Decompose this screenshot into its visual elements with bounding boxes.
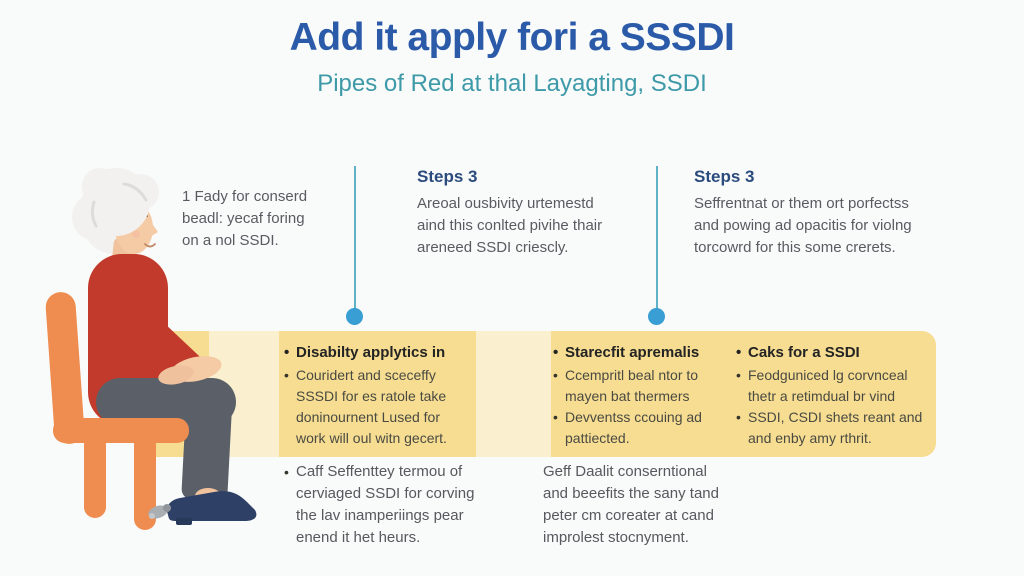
smile (144, 243, 156, 248)
step-heading: Steps 3 (417, 167, 478, 186)
band-column: • Starecfit apremalis • Ccempritl beal n… (553, 343, 738, 449)
hands (158, 356, 222, 385)
hair-top (82, 168, 159, 236)
intro-text: 1 Fady for conserd beadl: yecaf foring o… (182, 188, 308, 249)
bullet-icon: • (284, 464, 289, 480)
page-title: Add it apply fori a SSSDI (289, 16, 735, 59)
band-separator (476, 331, 551, 457)
footnote: • Caff Seffenttey termou of cerviaged SS… (284, 461, 489, 549)
blush (132, 230, 140, 238)
dropped-object (148, 504, 171, 519)
step-body: Areoal ousbivity urtemestd aind this con… (417, 195, 603, 256)
pants (96, 378, 236, 501)
band-item-text: Couridert and sceceffy SSSDI for es rato… (296, 367, 447, 446)
band-column-header: Caks for a SSDI (748, 344, 860, 361)
timeline-dot (346, 308, 363, 325)
band-item-text: Ccempritl beal ntor to mayen bat thermer… (565, 367, 699, 404)
band-item-text: Devventss ccouing ad pattiected. (565, 409, 702, 446)
footnote-text: Caff Seffenttey termou of cerviaged SSDI… (296, 463, 475, 546)
bullet-icon: • (736, 367, 741, 383)
bullet-icon: • (553, 344, 559, 361)
step-column: Steps 3 Areoal ousbivity urtemestd aind … (417, 167, 667, 259)
bullet-icon: • (284, 344, 290, 361)
timeline-dot (648, 308, 665, 325)
footnote-text: Geff Daalit conserntional and beeefits t… (543, 463, 719, 546)
step-column: Steps 3 Seffrentnat or them ort porfects… (694, 167, 959, 259)
band-item-text: SSDI, CSDI shets reant and and enby amy … (748, 409, 923, 446)
arm (105, 287, 205, 383)
bullet-icon: • (736, 409, 741, 425)
timeline-line (354, 166, 356, 310)
band-column: • Disabilty applytics in • Couridert and… (284, 343, 479, 449)
shoe (167, 491, 257, 525)
page-subtitle: Pipes of Red at thal Layagting, SSDI (317, 70, 707, 97)
band-column-header: Starecfit apremalis (565, 344, 700, 361)
chair (45, 292, 156, 530)
band-column-header: Disabilty applytics in (296, 344, 446, 361)
footnote: Geff Daalit conserntional and beeefits t… (543, 461, 758, 549)
bullet-icon: • (553, 409, 558, 425)
bullet-icon: • (553, 367, 558, 383)
elderly-woman-illustration (45, 168, 257, 530)
band-column: • Caks for a SSDI • Feodguniced lg corvn… (736, 343, 941, 449)
step-heading: Steps 3 (694, 167, 755, 186)
step-body: Seffrentnat or them ort porfectss and po… (694, 195, 912, 256)
bullet-icon: • (284, 367, 289, 383)
timeline-line (656, 166, 658, 310)
bullet-icon: • (736, 344, 742, 361)
band-item-text: Feodguniced lg corvnceal thetr a retimdu… (748, 367, 908, 404)
chair-seat (53, 418, 189, 443)
